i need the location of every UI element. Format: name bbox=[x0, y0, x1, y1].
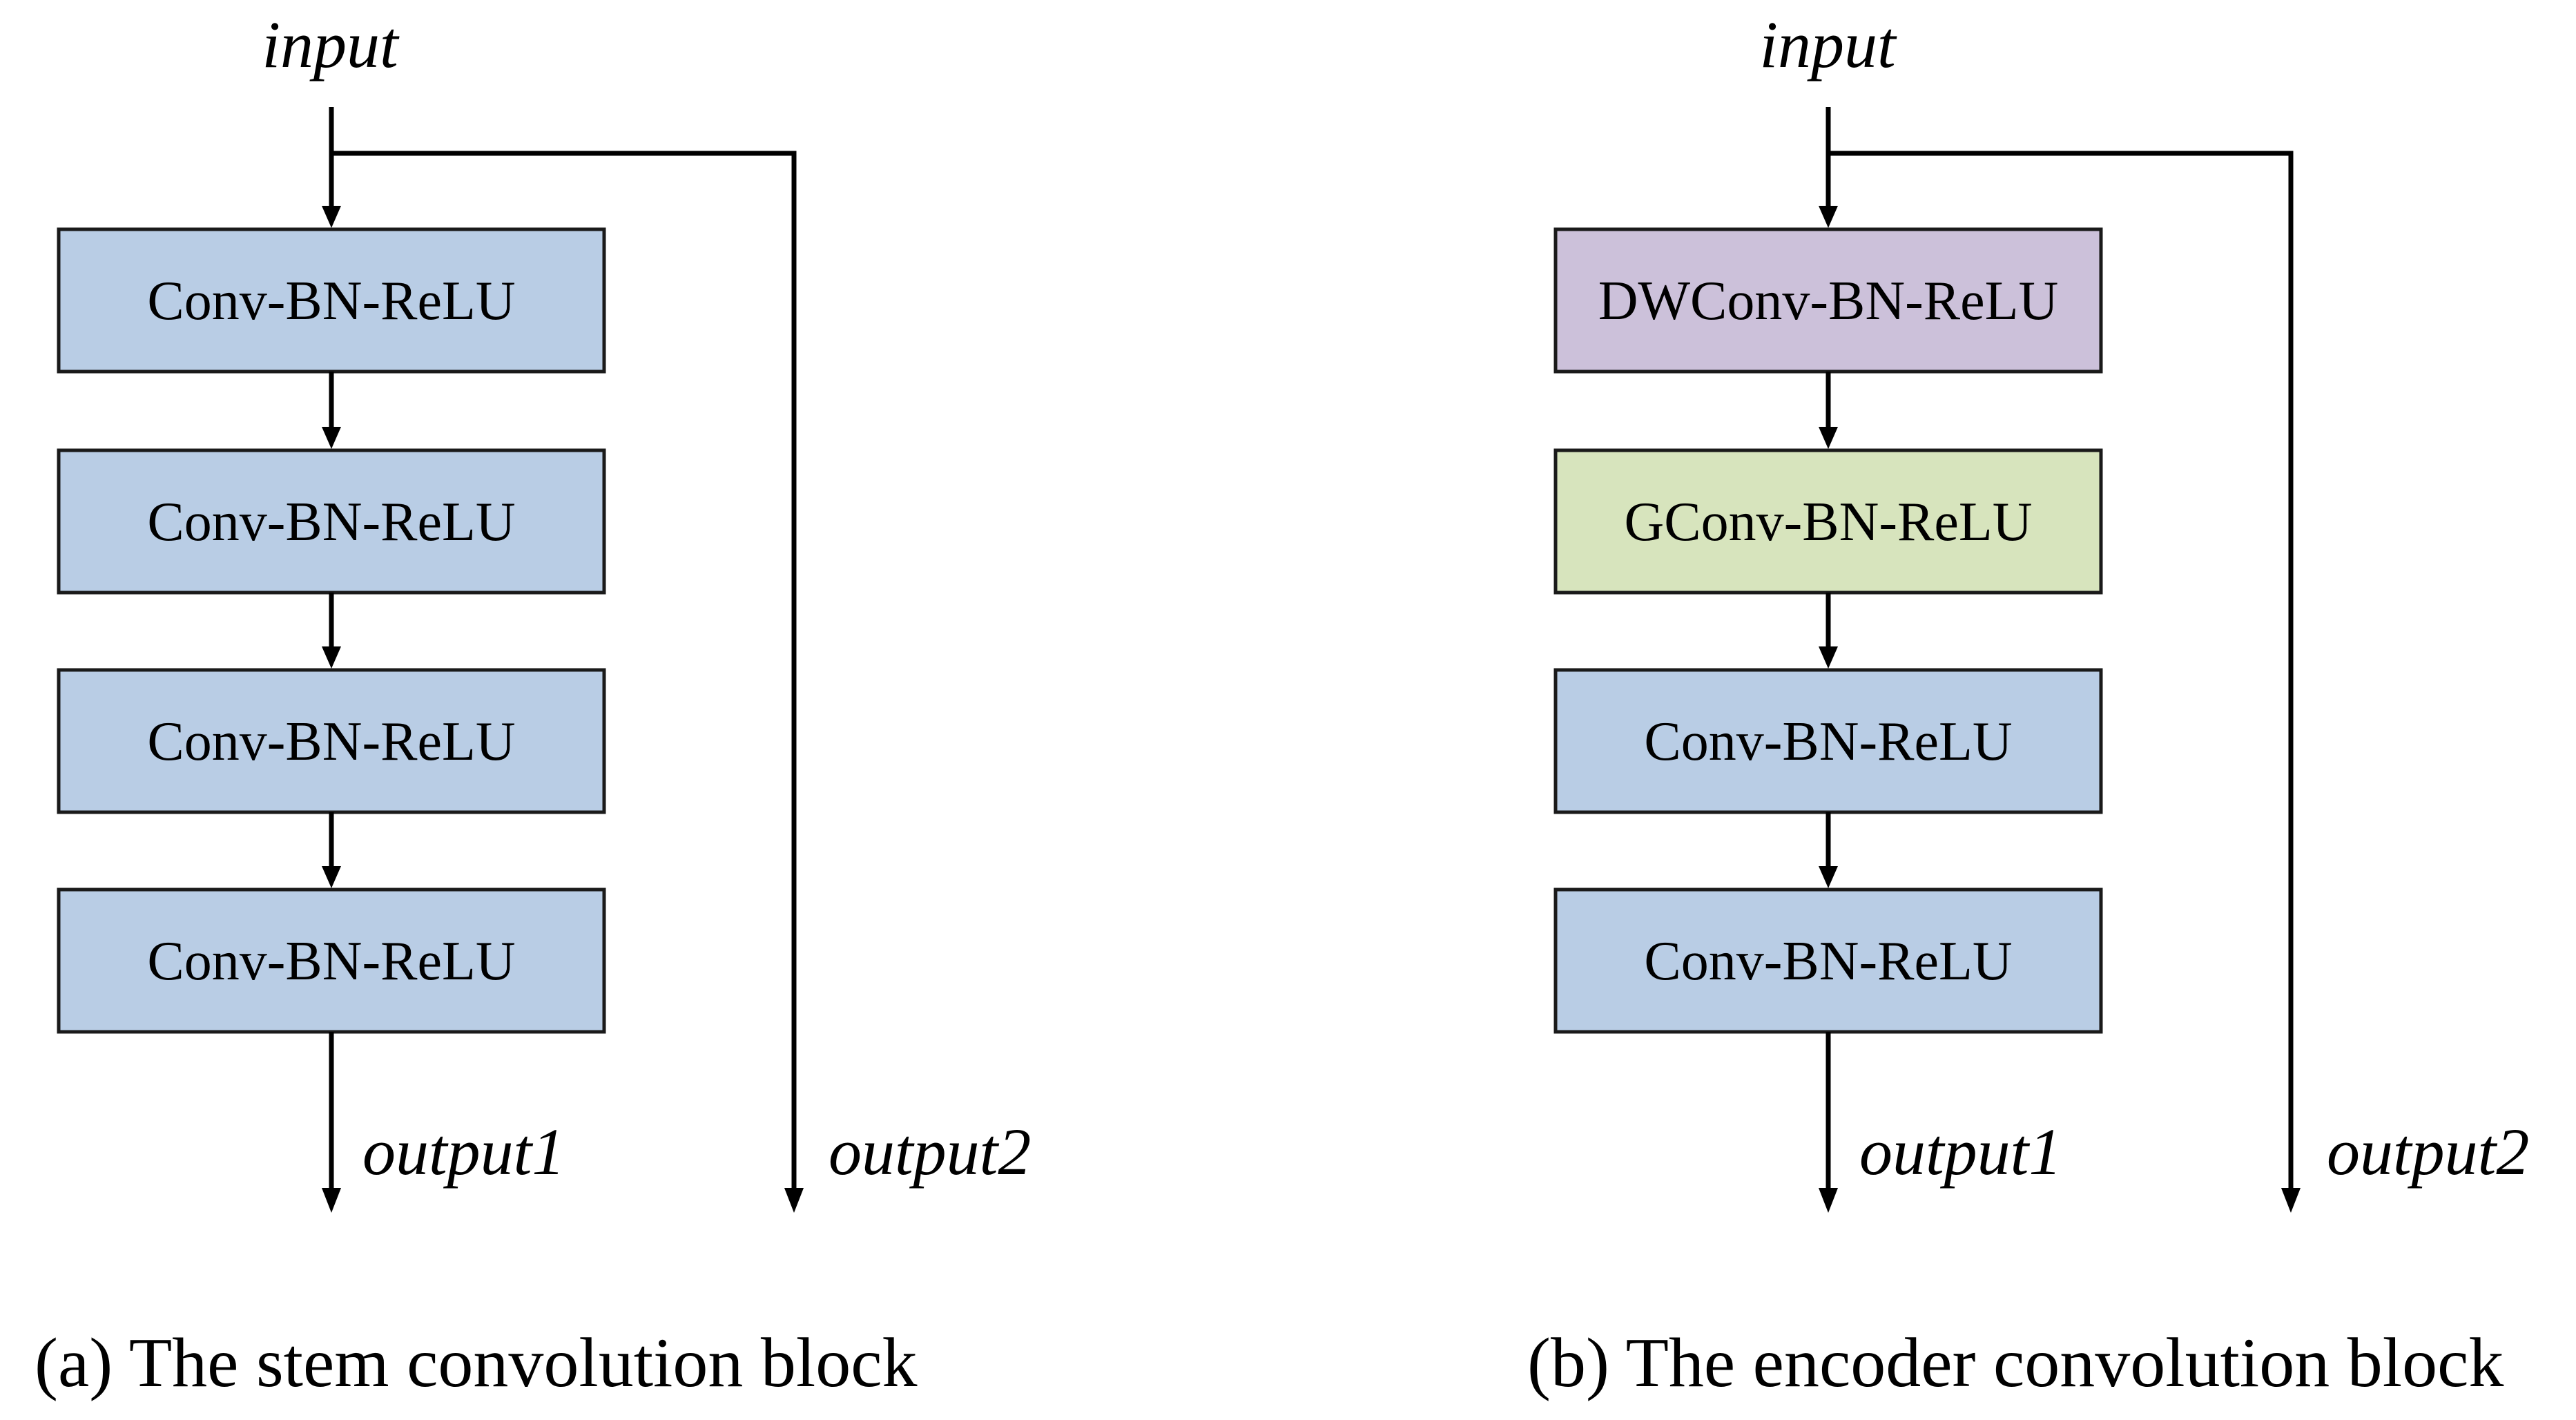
input-label: input bbox=[262, 8, 400, 81]
caption-a: (a) The stem convolution block bbox=[35, 1324, 918, 1402]
conv-block-4-label: Conv-BN-ReLU bbox=[1644, 931, 2012, 992]
skip-branch-line bbox=[1828, 151, 2294, 1191]
conv-block-1-label: Conv-BN-ReLU bbox=[147, 271, 515, 332]
arrowhead-into-block-4 bbox=[322, 866, 341, 888]
output2-label: output2 bbox=[829, 1115, 1031, 1189]
dwconv-block bbox=[1553, 227, 2103, 374]
output2-arrowhead bbox=[784, 1188, 804, 1213]
panel-encoder-block: input DWConv-BN-ReLU GConv-BN-ReLU Conv-… bbox=[1527, 8, 2529, 1402]
conv-block-2 bbox=[57, 448, 606, 595]
arrowhead-into-block-2 bbox=[1819, 427, 1838, 449]
conv-block-3 bbox=[1553, 668, 2103, 814]
gconv-block-label: GConv-BN-ReLU bbox=[1624, 492, 2032, 553]
panel-stem-block: input Conv-BN-ReLU Conv-BN-ReLU Conv-BN-… bbox=[35, 8, 1031, 1402]
gconv-block bbox=[1553, 448, 2103, 595]
dwconv-block-label: DWConv-BN-ReLU bbox=[1598, 271, 2059, 332]
skip-branch-line bbox=[331, 151, 797, 1191]
output1-arrowhead bbox=[1819, 1188, 1838, 1213]
output1-label: output1 bbox=[1859, 1115, 2062, 1189]
arrowhead-into-block-2 bbox=[322, 427, 341, 449]
arrowhead-into-block-4 bbox=[1819, 866, 1838, 888]
arrowhead-into-block-3 bbox=[1819, 646, 1838, 669]
conv-block-1 bbox=[57, 227, 606, 374]
arrowhead-into-block-1 bbox=[322, 206, 341, 228]
conv-block-4 bbox=[57, 888, 606, 1034]
conv-block-4-label: Conv-BN-ReLU bbox=[147, 931, 515, 992]
arrowhead-into-block-1 bbox=[1819, 206, 1838, 228]
caption-b: (b) The encoder convolution block bbox=[1527, 1324, 2504, 1402]
arrowhead-into-block-3 bbox=[322, 646, 341, 669]
output1-arrowhead bbox=[322, 1188, 341, 1213]
output2-label: output2 bbox=[2327, 1115, 2529, 1189]
output1-label: output1 bbox=[362, 1115, 565, 1189]
conv-block-2-label: Conv-BN-ReLU bbox=[147, 492, 515, 553]
input-label: input bbox=[1759, 8, 1897, 81]
conv-block-4 bbox=[1553, 888, 2103, 1034]
output2-arrowhead bbox=[2281, 1188, 2301, 1213]
conv-block-3-label: Conv-BN-ReLU bbox=[1644, 711, 2012, 772]
conv-block-3-label: Conv-BN-ReLU bbox=[147, 711, 515, 772]
conv-block-3 bbox=[57, 668, 606, 814]
